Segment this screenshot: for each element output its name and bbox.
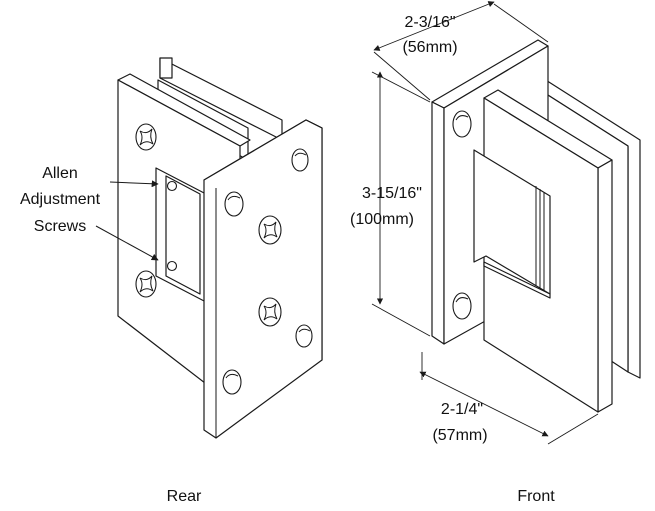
rear-glass-plate-screw-1 <box>258 215 282 245</box>
allen-label-line2: Adjustment <box>20 191 101 208</box>
rear-label: Rear <box>167 488 202 505</box>
allen-screw-top-icon <box>166 180 178 192</box>
front-hinge: 2-3/16" (56mm) 3-15/16" (100mm) 2-1/4" (… <box>350 1 641 505</box>
width-extension-left <box>373 51 431 101</box>
front-label: Front <box>517 488 555 505</box>
rear-glass-plate-hole-4 <box>222 369 242 395</box>
rear-back-fin-side <box>159 57 173 79</box>
front-pivot-body <box>473 149 551 295</box>
allen-label-line3: Screws <box>34 218 86 235</box>
front-wall-plate-face <box>431 101 445 345</box>
allen-screw-bottom-icon <box>166 260 178 272</box>
allen-leader-top <box>109 180 159 188</box>
width-dimension-line <box>373 1 495 51</box>
height-dimension-in: 3-15/16" <box>362 185 422 202</box>
rear-glass-plate-hole-2 <box>291 148 309 172</box>
depth-dimension-line <box>419 371 549 437</box>
depth-dimension-in: 2-1/4" <box>441 401 483 418</box>
front-wall-plate-hole-bottom <box>452 292 472 320</box>
height-dimension-mm: (100mm) <box>350 211 414 228</box>
width-dimension-mm: (56mm) <box>402 39 457 56</box>
allen-leader-bottom <box>95 225 159 261</box>
rear-adjustment-recess <box>165 175 201 295</box>
allen-label-line1: Allen <box>42 165 78 182</box>
front-wall-plate-hole-top <box>452 110 472 138</box>
rear-glass-plate-hole-1 <box>224 191 244 217</box>
rear-wall-plate-screw-top <box>135 123 157 151</box>
rear-glass-plate-screw-2 <box>258 297 282 327</box>
rear-wall-plate-screw-bottom <box>135 270 157 298</box>
height-extension-bottom <box>371 303 431 337</box>
depth-dimension-mm: (57mm) <box>432 427 487 444</box>
front-pivot-slot <box>483 261 551 299</box>
height-extension-top <box>371 71 431 103</box>
width-extension-right <box>493 3 549 43</box>
width-dimension-in: 2-3/16" <box>404 14 455 31</box>
rear-hinge: Allen Adjustment Screws Rear <box>20 57 323 505</box>
front-glass-plate-side <box>597 159 613 413</box>
rear-glass-plate-hole-3 <box>295 324 313 348</box>
depth-extension-right <box>547 413 599 445</box>
